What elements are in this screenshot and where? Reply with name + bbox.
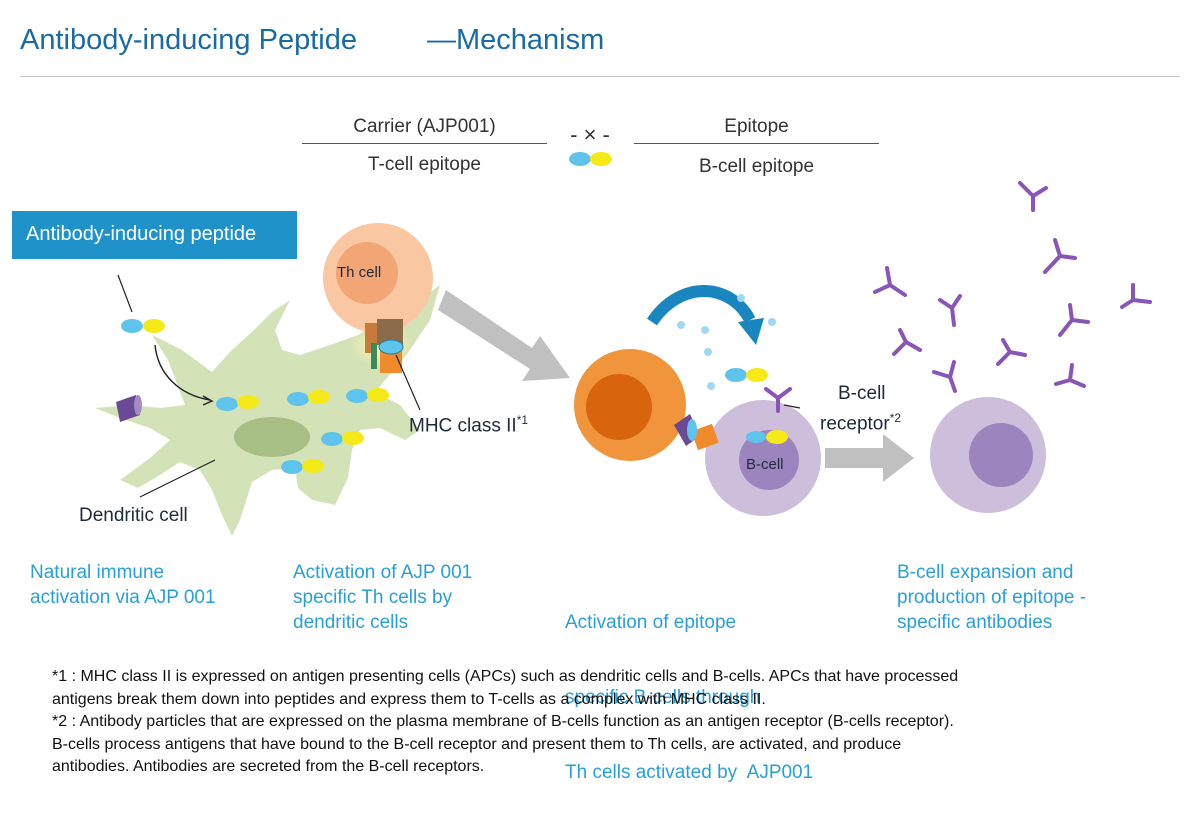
legend-epitope: Epitope: [724, 116, 789, 137]
b-cell-nucleus: [739, 430, 799, 490]
caption-step-4-line-1: B-cell expansion and: [897, 562, 1074, 583]
dc-receptor-fragment: [116, 395, 142, 422]
caption-step-1: Natural immune activation via AJP 001: [30, 560, 216, 610]
b-cell-receptor-label: B-cell receptor*2: [820, 382, 901, 436]
legend-carrier: Carrier (AJP001): [353, 116, 496, 137]
peptide-incoming: [121, 319, 165, 333]
title-divider: [20, 76, 1180, 77]
activated-th-cell-nucleus: [586, 374, 652, 440]
caption-step-1-line-2: activation via AJP 001: [30, 587, 216, 608]
caption-step-2-line-1: Activation of AJP 001: [293, 562, 473, 583]
caption-step-3: Activation of epitope specific B-cells t…: [565, 560, 813, 810]
antibody-9: [932, 360, 957, 393]
receptor-footnote-ref: *2: [889, 411, 902, 425]
antibodies: [873, 181, 1152, 393]
peptide-dc-4: [321, 431, 364, 446]
caption-step-4-line-2: production of epitope -: [897, 587, 1087, 608]
title-sub: —Mechanism: [426, 24, 605, 56]
b-cell-receptor-text: receptor: [820, 413, 890, 435]
legend-b-cell-epitope: B-cell epitope: [698, 156, 815, 177]
mhc-complex: [365, 319, 404, 373]
antibody-5: [1120, 283, 1152, 309]
legend-epitope-rule: [634, 143, 879, 144]
antibody-4: [938, 294, 962, 327]
peptide-dc-3: [346, 388, 389, 403]
mhc-class-ii-text: MHC class II: [409, 415, 517, 437]
title-main: Antibody-inducing Peptide: [20, 24, 357, 56]
caption-step-4: B-cell expansion and production of epito…: [897, 560, 1086, 635]
progress-arrow-1: [438, 290, 570, 381]
peptide-free: [725, 368, 768, 382]
antibody-2: [1043, 238, 1077, 274]
antibody-1: [1018, 181, 1048, 212]
caption-step-3-line-2: specific B-cells through: [565, 687, 761, 708]
page-title: Antibody-inducing Peptide —Mechanism: [20, 24, 604, 57]
mhc-footnote-ref: *1: [516, 413, 529, 427]
peptide-dc-2: [287, 390, 330, 406]
th-cell-nucleus: [336, 242, 398, 304]
caption-step-3-line-3: Th cells activated by AJP001: [565, 762, 814, 783]
b-cell-receptor-line2: receptor*2: [820, 406, 901, 436]
mhc-label-pointer: [395, 354, 421, 411]
receptor-label-pointer: [783, 404, 801, 409]
caption-step-3-line-1: Activation of epitope: [565, 612, 737, 633]
peptide-dc-1: [216, 395, 259, 411]
footnote-line: *2 : Antibody particles that are express…: [52, 713, 954, 730]
footnotes: *1 : MHC class II is expressed on antige…: [52, 666, 1172, 779]
caption-step-4-line-3: specific antibodies: [897, 612, 1053, 633]
antibody-8: [996, 338, 1027, 366]
footnote-line: antibodies. Antibodies are secreted from…: [52, 758, 485, 775]
legend-peptide-icon: [569, 152, 612, 166]
antigen-capture-arrow: [647, 285, 756, 326]
peptide-dc-5: [281, 459, 324, 474]
legend-t-cell-epitope: T-cell epitope: [367, 154, 481, 175]
antigen-particles: [677, 294, 776, 390]
mhc-class-ii-label: MHC class II*1: [409, 413, 528, 437]
antibody-3: [873, 266, 907, 297]
caption-step-2: Activation of AJP 001 specific Th cells …: [293, 560, 472, 635]
th-b-interface: [674, 414, 719, 451]
b-cell-receptor-line1: B-cell: [838, 383, 886, 404]
peptide-label-pointer: [117, 274, 133, 313]
legend-connector: - × -: [570, 122, 610, 147]
caption-step-1-line-1: Natural immune: [30, 562, 165, 583]
caption-step-2-line-2: specific Th cells by: [293, 587, 453, 608]
antibody-inducing-peptide-label: Antibody-inducing peptide: [12, 211, 297, 259]
dendritic-cell-label: Dendritic cell: [79, 505, 188, 526]
footnote-line: B-cells process antigens that have bound…: [52, 735, 902, 753]
footnote-line: antigens break them down into peptides a…: [52, 690, 766, 708]
th-cell-label: Th cell: [337, 264, 382, 281]
progress-arrow-2: [825, 434, 914, 482]
b-cell-receptor-icon: [764, 387, 792, 413]
legend-carrier-rule: [302, 143, 547, 144]
dendritic-cell-nucleus: [234, 417, 310, 457]
plasma-cell-nucleus: [969, 423, 1033, 487]
caption-step-2-line-3: dendritic cells: [293, 612, 409, 633]
footnote-line: *1 : MHC class II is expressed on antige…: [52, 668, 959, 685]
antibody-7: [892, 328, 922, 356]
uptake-arrow: [154, 344, 211, 401]
peptide-b-cell: [746, 430, 788, 444]
dendritic-label-pointer: [139, 459, 216, 498]
antibody-10: [1054, 363, 1086, 388]
antibody-6: [1058, 303, 1090, 337]
b-cell-label: B-cell: [746, 456, 784, 473]
